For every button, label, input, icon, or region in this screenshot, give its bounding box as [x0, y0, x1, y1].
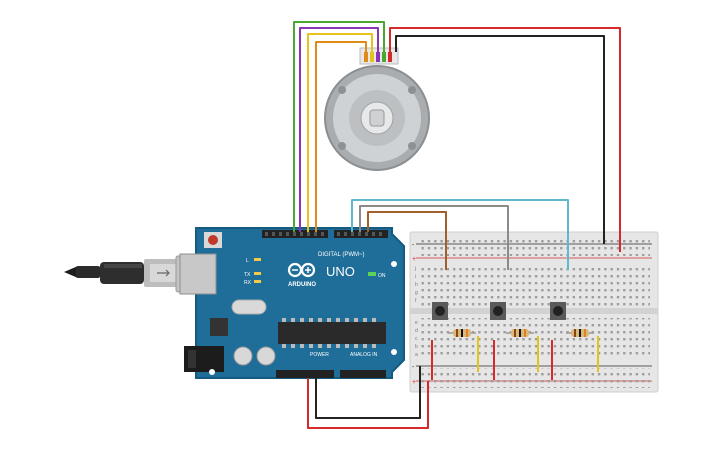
microcontroller-chip	[278, 322, 386, 344]
wire-black-gnd	[315, 366, 421, 419]
power-label: POWER	[310, 352, 329, 358]
tx-label: TX	[244, 272, 251, 278]
row-letter: b	[415, 344, 418, 350]
wire-cyan	[351, 199, 569, 270]
resistor-1	[448, 329, 476, 337]
small-chip	[210, 318, 228, 336]
brand-label: ARDUINO	[288, 282, 316, 288]
push-button-1[interactable]	[432, 302, 448, 320]
arduino-board: DIGITAL (PWM~) ARDUINO UNO ON L TX RX	[179, 227, 405, 379]
wires	[293, 21, 621, 429]
push-button-3[interactable]	[550, 302, 566, 320]
rx-label: RX	[244, 280, 252, 286]
l-label: L	[246, 258, 249, 264]
row-letter: h	[415, 282, 418, 288]
wire-red-5v	[307, 378, 429, 429]
crystal	[231, 299, 267, 315]
row-letter: e	[415, 320, 418, 326]
breadboard: - + - + j i h g f e d c b a	[409, 231, 659, 393]
row-letter: i	[415, 274, 416, 280]
resistor-3	[566, 329, 594, 337]
rail-plus-bottom: +	[412, 379, 416, 386]
arduino-logo-icon	[287, 262, 316, 278]
rail-plus-top: +	[412, 256, 416, 263]
wire-purple	[299, 27, 379, 232]
push-button-2[interactable]	[490, 302, 506, 320]
analog-label: ANALOG IN	[350, 352, 378, 358]
wire-orange	[315, 41, 367, 232]
rail-minus-bottom: -	[412, 364, 415, 371]
capacitor-2	[256, 346, 276, 366]
wire-red-motor	[389, 27, 621, 252]
row-letter: a	[415, 352, 418, 358]
row-letter: f	[415, 298, 417, 304]
stepper-motor	[324, 47, 430, 171]
usb-jack	[179, 253, 217, 295]
row-letter: c	[415, 336, 418, 342]
row-letter: j	[414, 266, 416, 272]
wire-black-motor	[395, 35, 605, 244]
power-header	[276, 370, 334, 378]
analog-header	[340, 370, 386, 378]
model-label: UNO	[326, 264, 355, 279]
capacitor-1	[233, 346, 253, 366]
rail-minus-top: -	[412, 242, 415, 249]
wire-gray	[359, 205, 509, 270]
on-label: ON	[378, 273, 386, 279]
wire-yellow	[307, 33, 373, 232]
row-letter: d	[415, 328, 418, 334]
digital-label: DIGITAL (PWM~)	[318, 252, 365, 258]
resistor-2	[506, 329, 534, 337]
wire-green	[293, 21, 385, 232]
row-letter: g	[415, 290, 418, 296]
wire-brown	[367, 211, 447, 270]
